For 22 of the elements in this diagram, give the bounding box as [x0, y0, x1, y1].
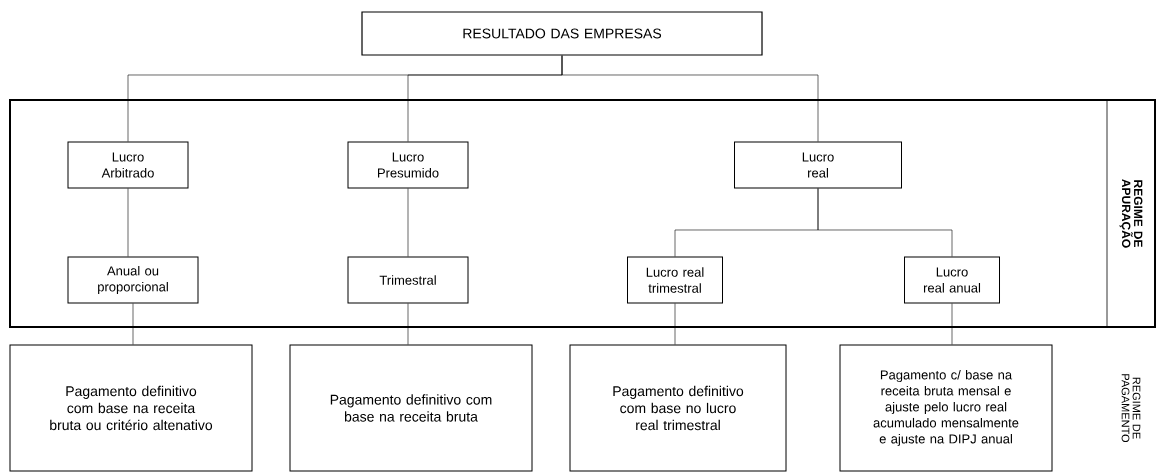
period-box: Lucro real trimestral	[627, 256, 723, 304]
payment-box: Pagamento definitivo com base na receita bruta ou critério altenativo	[9, 344, 253, 472]
regime-box: Lucro real	[734, 141, 902, 189]
payment-box: Pagamento c/ base na receita bruta mensal e ajuste pelo lucro real acumulado mensalmente e ajuste na DIPJ anual	[839, 344, 1053, 472]
section-label: REGIME DE APURAÇÃO	[1119, 179, 1143, 248]
connector-line	[674, 303, 676, 345]
connector-line	[561, 55, 819, 142]
period-box: Anual ou proporcional	[67, 256, 199, 304]
title-box: RESULTADO DAS EMPRESAS	[361, 11, 763, 56]
regime-box: Lucro Arbitrado	[67, 141, 189, 189]
section-label: REGIME DE PAGAMENTO	[1121, 374, 1141, 443]
connector-line	[817, 188, 953, 257]
connector-line	[407, 188, 409, 257]
regime-box: Lucro Presumido	[347, 141, 469, 189]
period-box: Trimestral	[347, 256, 469, 304]
connector-line	[951, 303, 953, 345]
connector-line	[127, 188, 129, 257]
connector-line	[132, 303, 134, 345]
connector-line	[407, 303, 409, 345]
payment-box: Pagamento definitivo com base na receita bruta	[289, 344, 533, 472]
period-box: Lucro real anual	[904, 256, 1000, 304]
payment-box: Pagamento definitivo com base no lucro real trimestral	[569, 344, 787, 472]
